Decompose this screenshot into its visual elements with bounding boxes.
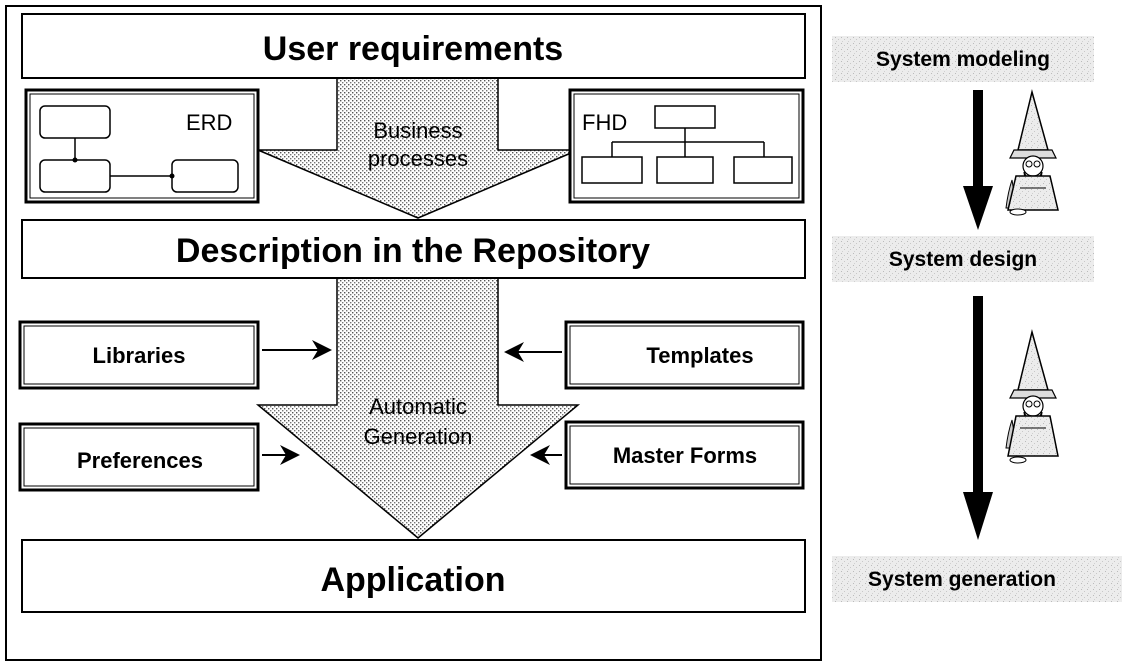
fhd-box: FHD bbox=[568, 88, 805, 204]
down-arrow-design-to-generation bbox=[963, 296, 993, 540]
stage-band-design bbox=[832, 236, 1094, 282]
erd-box: ERD bbox=[24, 88, 260, 204]
wizard-icon bbox=[1005, 89, 1059, 216]
preferences-label: Preferences bbox=[77, 448, 203, 473]
description-repository-title: Description in the Repository bbox=[176, 232, 650, 270]
stage-system-modeling: System modeling bbox=[876, 48, 1050, 71]
automatic-generation-label-1: Automatic bbox=[369, 394, 467, 419]
wizard-icon bbox=[1005, 329, 1059, 464]
erd-label: ERD bbox=[186, 110, 232, 135]
automatic-generation-arrow bbox=[255, 277, 581, 539]
libraries-label: Libraries bbox=[93, 343, 186, 368]
templates-box: Templates bbox=[564, 320, 805, 390]
user-requirements-box bbox=[21, 13, 806, 79]
application-box bbox=[21, 539, 806, 613]
user-requirements-title: User requirements bbox=[263, 30, 563, 68]
automatic-generation-label-2: Generation bbox=[364, 424, 473, 449]
application-title: Application bbox=[320, 561, 505, 599]
business-processes-label-2: processes bbox=[368, 146, 468, 171]
stage-system-design: System design bbox=[889, 248, 1037, 271]
master-forms-label: Master Forms bbox=[613, 443, 757, 468]
fhd-label: FHD bbox=[582, 110, 627, 135]
description-repository-box bbox=[21, 219, 806, 279]
stage-band-modeling bbox=[832, 36, 1094, 82]
business-processes-label-1: Business bbox=[373, 118, 462, 143]
stage-system-generation: System generation bbox=[868, 568, 1056, 591]
business-processes-arrow bbox=[257, 77, 579, 219]
templates-label: Templates bbox=[646, 343, 753, 368]
stage-band-generation bbox=[832, 556, 1122, 602]
libraries-box: Libraries bbox=[18, 320, 260, 390]
down-arrow-modeling-to-design bbox=[963, 90, 993, 230]
preferences-box: Preferences bbox=[18, 422, 260, 492]
master-forms-box: Master Forms bbox=[564, 420, 805, 490]
